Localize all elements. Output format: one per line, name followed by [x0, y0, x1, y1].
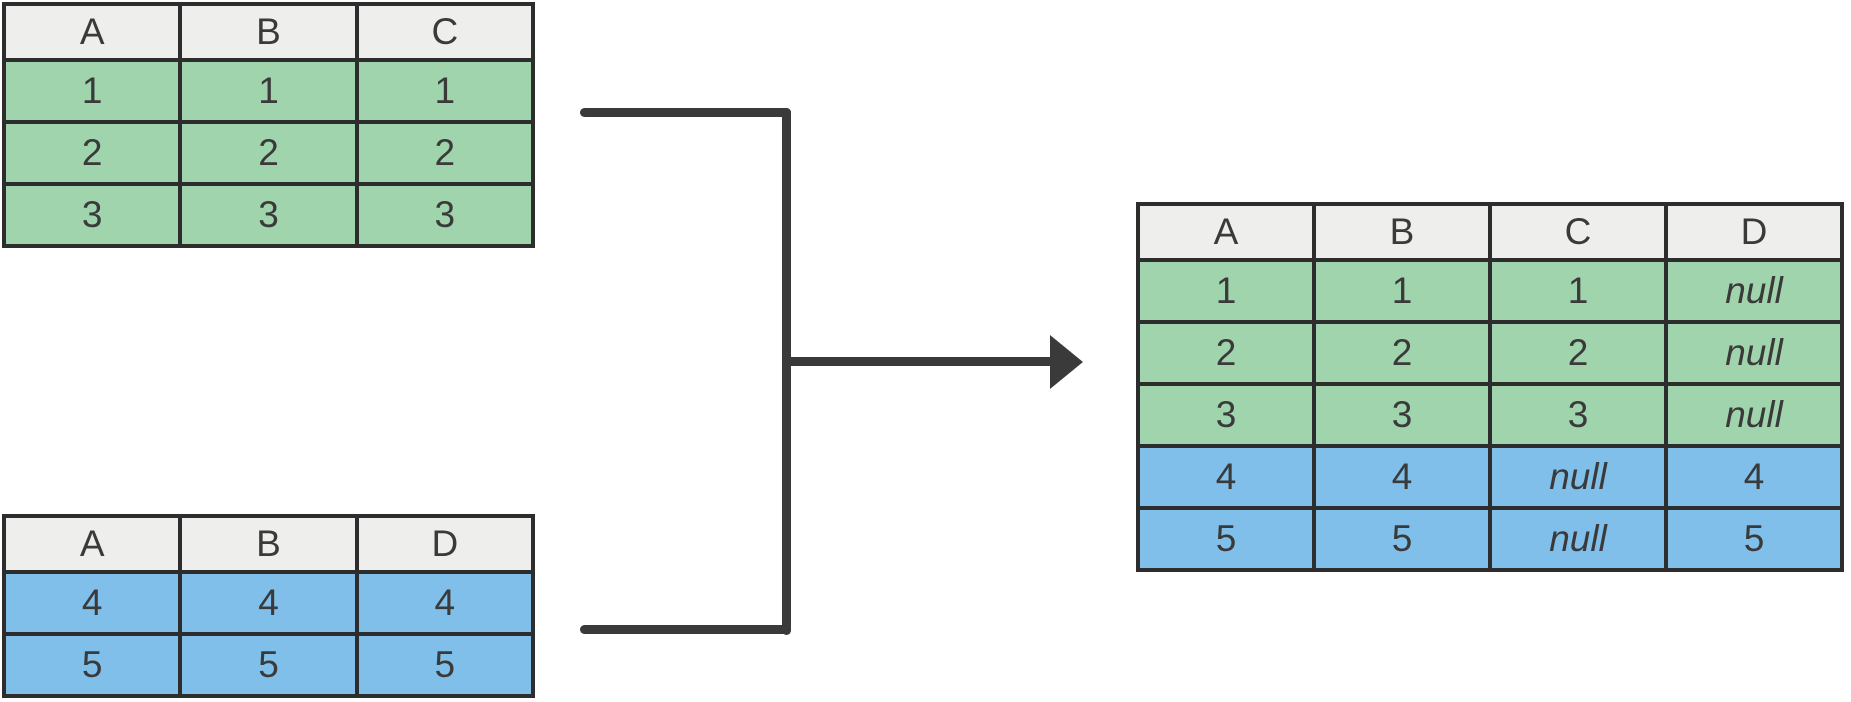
table-cell: 1 [178, 58, 359, 124]
table-cell: 3 [354, 182, 536, 248]
null-cell: null [1664, 258, 1844, 324]
table-cell: 1 [1, 58, 183, 124]
table-cell: 3 [1488, 382, 1668, 448]
column-header-a: A [1136, 202, 1316, 262]
table-cell: 1 [1312, 258, 1492, 324]
column-header-b: B [178, 2, 359, 62]
bracket-vertical-line [782, 108, 791, 635]
table-cell: 4 [1136, 444, 1316, 510]
table-cell: 5 [1312, 506, 1492, 572]
bracket-bottom-line [580, 625, 791, 634]
table-cell: 5 [1664, 506, 1844, 572]
column-header-b: B [178, 514, 359, 574]
null-cell: null [1488, 444, 1668, 510]
column-header-a: A [1, 514, 183, 574]
merge-arrow-head-icon [1050, 335, 1083, 389]
table-cell: 3 [1136, 382, 1316, 448]
table-cell: 2 [1312, 320, 1492, 386]
table-cell: 1 [1136, 258, 1316, 324]
table-cell: 5 [1136, 506, 1316, 572]
table-cell: 4 [1312, 444, 1492, 510]
table-cell: 2 [1, 120, 183, 186]
null-cell: null [1664, 382, 1844, 448]
table-cell: 3 [1, 182, 183, 248]
table-cell: 2 [354, 120, 536, 186]
merge-arrow-shaft [782, 357, 1052, 366]
table-cell: 5 [354, 632, 536, 698]
table-cell: 2 [178, 120, 359, 186]
column-header-d: D [354, 514, 536, 574]
column-header-a: A [1, 2, 183, 62]
table-cell: 2 [1136, 320, 1316, 386]
null-cell: null [1488, 506, 1668, 572]
null-cell: null [1664, 320, 1844, 386]
table-cell: 3 [178, 182, 359, 248]
table-cell: 1 [1488, 258, 1668, 324]
table-cell: 4 [1664, 444, 1844, 510]
column-header-c: C [1488, 202, 1668, 262]
table-cell: 4 [1, 570, 183, 636]
table-cell: 5 [1, 632, 183, 698]
table-cell: 5 [178, 632, 359, 698]
table-cell: 4 [354, 570, 536, 636]
column-header-b: B [1312, 202, 1492, 262]
bracket-top-line [580, 108, 791, 117]
column-header-c: C [354, 2, 536, 62]
table-cell: 3 [1312, 382, 1492, 448]
table-cell: 2 [1488, 320, 1668, 386]
column-header-d: D [1664, 202, 1844, 262]
table-cell: 4 [178, 570, 359, 636]
table-cell: 1 [354, 58, 536, 124]
